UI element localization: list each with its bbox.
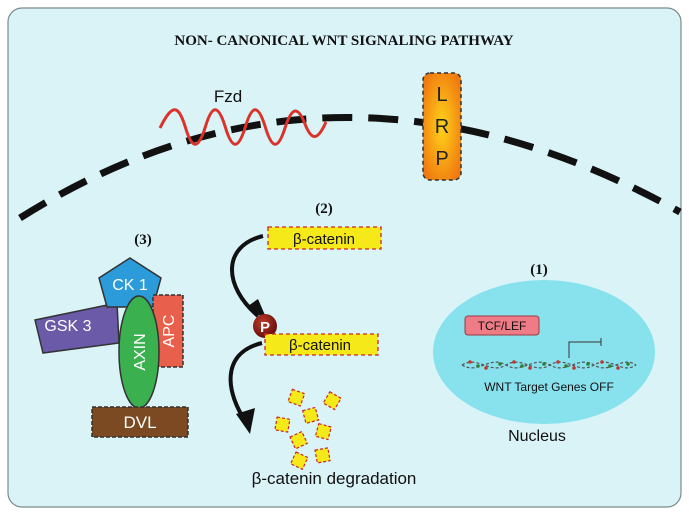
gsk3-label: GSK 3: [44, 318, 91, 335]
lrp-letter-p: P: [435, 148, 448, 170]
transcription-start-marker: [568, 341, 601, 358]
tcf-lef-label: TCF/LEF: [478, 319, 527, 333]
target-genes-label: WNT Target Genes OFF: [484, 380, 614, 394]
degradation-arrow: [228, 341, 263, 424]
beta-catenin-label: β-catenin: [293, 231, 355, 248]
gsk3-shape: [34, 302, 120, 354]
ck1-label: CK 1: [112, 277, 148, 294]
fzd-label: Fzd: [214, 87, 242, 106]
tcf-lef-box: [464, 315, 540, 336]
lrp-coreceptor: [422, 72, 462, 181]
phospho-marker: [253, 314, 277, 338]
dvl-shape: [91, 406, 189, 438]
diagram-title: NON- CANONICAL WNT SIGNALING PATHWAY: [174, 33, 513, 49]
apc-label: APC: [161, 315, 178, 348]
lrp-letter-l: L: [436, 84, 447, 106]
degradation-fragments: [274, 388, 342, 471]
degradation-arrowhead: [236, 408, 255, 434]
fzd-receptor: [158, 108, 328, 146]
nucleus-label: Nucleus: [508, 428, 566, 445]
step-1-label: (1): [530, 262, 548, 278]
axin-label: AXIN: [132, 333, 149, 370]
step-3-label: (3): [134, 232, 152, 248]
phospho-beta-catenin-label: β-catenin: [289, 337, 351, 354]
phosphorylation-arrow: [230, 234, 264, 318]
nucleus: [433, 280, 655, 424]
phospho-beta-catenin-box: [264, 333, 379, 356]
degradation-label: β-catenin degradation: [252, 469, 417, 488]
lrp-letter-r: R: [435, 116, 449, 138]
dvl-label: DVL: [123, 413, 156, 432]
plasma-membrane: [18, 114, 682, 221]
dna-strand: [461, 360, 637, 370]
beta-catenin-box: [267, 226, 382, 250]
phospho-marker-label: P: [260, 319, 270, 336]
step-2-label: (2): [315, 201, 333, 217]
